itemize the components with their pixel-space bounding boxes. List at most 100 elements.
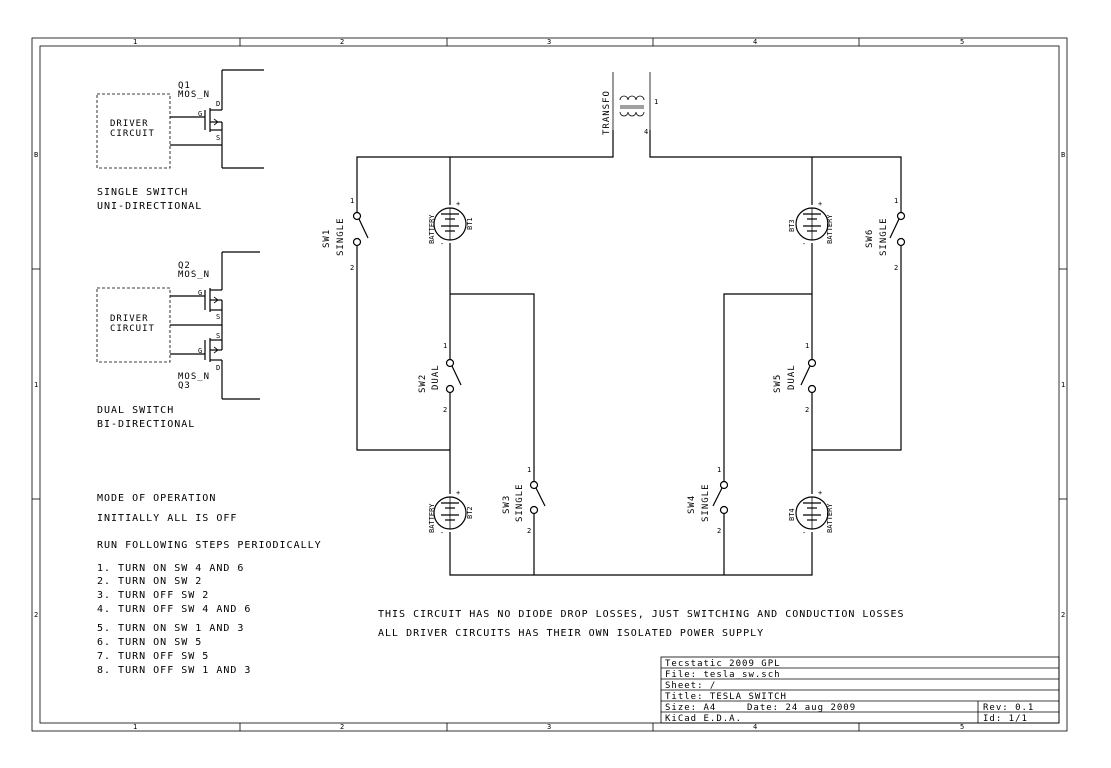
driver-circuit-2-line1: DRIVER — [110, 314, 149, 324]
bt4-battery — [795, 487, 829, 540]
sw1-pin-2: 2 — [350, 264, 354, 272]
sw3-pin-1: 1 — [527, 466, 531, 474]
sw3-ref: SW3 — [502, 495, 512, 514]
sw4-ref: SW4 — [687, 495, 697, 514]
note-line-2: ALL DRIVER CIRCUITS HAS THEIR OWN ISOLAT… — [378, 628, 764, 639]
sw1-switch — [352, 198, 369, 256]
sw6-pin-2: 2 — [894, 264, 898, 272]
sw5-ref: SW5 — [773, 374, 783, 393]
q1-ref: Q1 — [178, 81, 191, 91]
col-label-top-3: 3 — [547, 38, 551, 46]
q1-value: MOS_N — [178, 90, 210, 100]
sw4-switch — [712, 468, 729, 525]
operation-step-7: 7. TURN OFF SW 5 — [97, 651, 209, 662]
title-block-id: Id: 1/1 — [983, 714, 1028, 724]
sw4-pin-2: 2 — [717, 527, 721, 535]
title-block-size: Size: A4 — [665, 703, 716, 713]
bt4-ref: BT4 — [788, 508, 796, 521]
sw3-switch — [529, 468, 546, 525]
transformer-pin-1: 1 — [654, 98, 658, 106]
sw5-switch — [800, 345, 817, 410]
q3-pin-g: G — [198, 347, 202, 355]
title-block — [660, 656, 1060, 724]
bt3-plus: + — [818, 200, 822, 208]
legend-single-switch — [96, 69, 264, 169]
title-block-date: Date: 24 aug 2009 — [747, 703, 856, 713]
title-block-company: Tecstatic 2009 GPL — [665, 659, 781, 669]
q3-pin-d: D — [216, 364, 220, 372]
title-block-rev: Rev: 0.1 — [983, 703, 1034, 713]
bt4-plus: + — [818, 489, 822, 497]
row-label-left-b: B — [34, 151, 38, 159]
q2-ref: Q2 — [178, 261, 191, 271]
sw2-ref: SW2 — [418, 374, 428, 393]
q1-pin-g: G — [198, 110, 202, 118]
col-label-top-4: 4 — [753, 38, 757, 46]
bt2-ref: BT2 — [466, 506, 474, 519]
sw5-pin-2: 2 — [805, 406, 809, 414]
operation-run: RUN FOLLOWING STEPS PERIODICALLY — [97, 540, 322, 551]
col-label-bottom-3: 3 — [547, 723, 551, 731]
single-switch-label: SINGLE SWITCH — [97, 187, 188, 198]
bt3-minus: - — [802, 240, 806, 248]
operation-step-6: 6. TURN ON SW 5 — [97, 637, 202, 648]
sw2-value: DUAL — [431, 364, 441, 390]
sw6-ref: SW6 — [865, 229, 875, 248]
operation-step-3: 3. TURN OFF SW 2 — [97, 590, 209, 601]
bt2-battery — [433, 487, 467, 540]
sw1-pin-1: 1 — [350, 197, 354, 205]
col-label-top-5: 5 — [960, 38, 964, 46]
title-block-sheet: Sheet: / — [665, 681, 716, 691]
operation-initial: INITIALLY ALL IS OFF — [97, 513, 237, 524]
q2-value: MOS_N — [178, 270, 210, 280]
bt1-minus: - — [440, 240, 444, 248]
title-block-title: Title: TESLA SWITCH — [665, 692, 787, 702]
title-block-tool: KiCad E.D.A. — [665, 714, 742, 724]
bt3-value: BATTERY — [826, 214, 834, 244]
bt1-ref: BT1 — [466, 217, 474, 230]
bt2-minus: - — [440, 529, 444, 537]
note-line-1: THIS CIRCUIT HAS NO DIODE DROP LOSSES, J… — [378, 609, 905, 620]
sheet-frame — [31, 37, 1068, 732]
transformer-ref: TRANSFO — [602, 90, 612, 135]
driver-circuit-2-line2: CIRCUIT — [110, 324, 155, 334]
legend-dual-switch — [96, 251, 260, 400]
dual-switch-label: DUAL SWITCH — [97, 405, 174, 416]
q2-pin-s: S — [216, 313, 220, 321]
operation-step-5: 5. TURN ON SW 1 AND 3 — [97, 623, 244, 634]
driver-circuit-1-line1: DRIVER — [110, 119, 149, 129]
transformer-pin-4: 4 — [644, 128, 648, 136]
q1-pin-d: D — [216, 100, 220, 108]
title-block-file: File: tesla_sw.sch — [665, 670, 781, 680]
row-label-right-b: B — [1061, 151, 1065, 159]
sw5-value: DUAL — [787, 364, 797, 390]
sw1-value: SINGLE — [336, 217, 346, 256]
sw6-switch — [889, 198, 906, 256]
col-label-bottom-5: 5 — [960, 723, 964, 731]
q1-pin-s: S — [216, 134, 220, 142]
sw2-switch — [445, 345, 462, 410]
bt2-value: BATTERY — [428, 503, 436, 533]
row-label-left-2: 2 — [34, 611, 38, 619]
bt3-ref: BT3 — [788, 219, 796, 232]
sw4-value: SINGLE — [701, 483, 711, 522]
bt1-battery — [433, 198, 467, 251]
uni-directional-label: UNI-DIRECTIONAL — [97, 201, 202, 212]
sw6-pin-1: 1 — [894, 197, 898, 205]
row-label-right-2: 2 — [1061, 611, 1065, 619]
sw3-value: SINGLE — [515, 483, 525, 522]
q2-pin-g: G — [198, 289, 202, 297]
sw4-pin-1: 1 — [717, 466, 721, 474]
operation-step-4: 4. TURN OFF SW 4 AND 6 — [97, 604, 251, 615]
bt2-plus: + — [456, 489, 460, 497]
col-label-top-2: 2 — [340, 38, 344, 46]
bt3-battery — [795, 198, 829, 251]
sw2-pin-2: 2 — [443, 406, 447, 414]
operation-step-8: 8. TURN OFF SW 1 AND 3 — [97, 665, 251, 676]
bt4-minus: - — [802, 529, 806, 537]
operation-step-1: 1. TURN ON SW 4 AND 6 — [97, 563, 244, 574]
col-label-bottom-2: 2 — [340, 723, 344, 731]
driver-circuit-1-line2: CIRCUIT — [110, 129, 155, 139]
bt1-value: BATTERY — [428, 214, 436, 244]
